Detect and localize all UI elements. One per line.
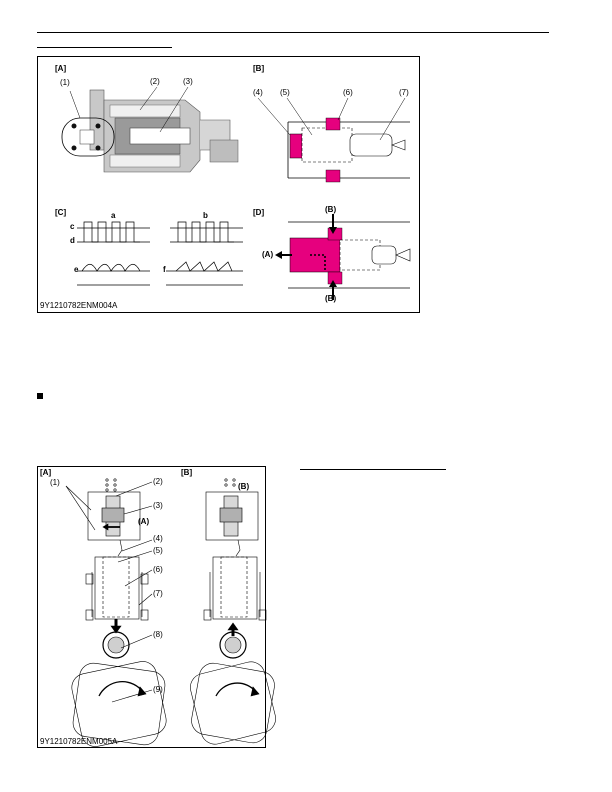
header-rule bbox=[37, 32, 549, 33]
fig2-callout-4: (4) bbox=[153, 534, 163, 543]
waveform-label-c: c bbox=[70, 222, 75, 231]
fig2-flow-label-a: (A) bbox=[138, 517, 150, 526]
subsection-title-underline bbox=[300, 469, 446, 470]
fig2-callout-9: (9) bbox=[153, 685, 163, 694]
fig2-panel-label-a: [A] bbox=[40, 468, 52, 477]
fig2-flow-label-b: (B) bbox=[238, 482, 250, 491]
fig1-callout-2: (2) bbox=[150, 77, 160, 86]
fig1-flow-label-a: (A) bbox=[262, 250, 274, 259]
fig2-callout-8: (8) bbox=[153, 630, 163, 639]
pump-cross-section-a bbox=[65, 478, 167, 747]
fig2-callout-1: (1) bbox=[50, 478, 60, 487]
fig1-callout-1: (1) bbox=[60, 78, 70, 87]
fig1-callout-5: (5) bbox=[280, 88, 290, 97]
waveform-label-e: e bbox=[74, 265, 79, 274]
valve-closed bbox=[257, 97, 410, 183]
fig1-panel-label-c: [C] bbox=[55, 208, 67, 217]
fig1-callout-7: (7) bbox=[399, 88, 409, 97]
section-bullet bbox=[37, 393, 43, 399]
waveform-label-b: b bbox=[203, 211, 208, 220]
waveform-label-d: d bbox=[70, 236, 75, 245]
valve-open bbox=[275, 214, 411, 300]
fig1-callout-3: (3) bbox=[183, 77, 193, 86]
fig2-callout-7: (7) bbox=[153, 589, 163, 598]
fig1-flow-label-b-bottom: (B) bbox=[325, 294, 337, 303]
fig2-callout-6: (6) bbox=[153, 565, 163, 574]
fig2-callout-2: (2) bbox=[153, 477, 163, 486]
injector-body bbox=[61, 86, 239, 173]
fig2-panel-label-b: [B] bbox=[181, 468, 193, 477]
fig1-panel-label-b: [B] bbox=[253, 64, 265, 73]
fig1-callout-4: (4) bbox=[253, 88, 263, 97]
figure-2-caption: 9Y1210782ENM005A bbox=[40, 737, 118, 746]
fig2-callout-3: (3) bbox=[153, 501, 163, 510]
fig1-callout-6: (6) bbox=[343, 88, 353, 97]
section-title-underline bbox=[37, 47, 172, 48]
figure-1-caption: 9Y1210782ENM004A bbox=[40, 301, 118, 310]
waveform-label-a: a bbox=[111, 211, 116, 220]
fig2-callout-5: (5) bbox=[153, 546, 163, 555]
waveform-label-f: f bbox=[163, 265, 166, 274]
fig1-flow-label-b-top: (B) bbox=[325, 205, 337, 214]
pump-cross-section-b bbox=[190, 478, 276, 745]
fig1-panel-label-d: [D] bbox=[253, 208, 265, 217]
fig1-panel-label-a: [A] bbox=[55, 64, 67, 73]
waveforms bbox=[77, 221, 243, 286]
